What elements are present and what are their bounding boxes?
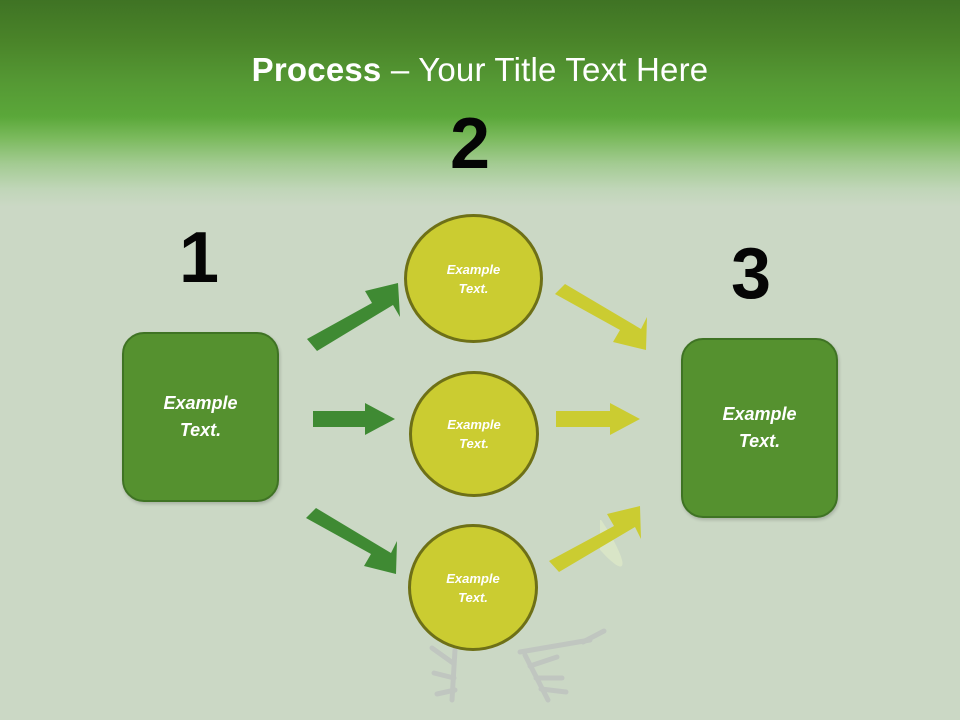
process-circle-top-line1: Example — [446, 261, 501, 277]
process-circle-bottom[interactable]: Example Text. — [408, 524, 538, 651]
process-circle-middle-text: Example Text. — [447, 415, 500, 453]
process-circle-middle[interactable]: Example Text. — [409, 371, 539, 497]
process-box-3-text: Example Text. — [712, 401, 806, 455]
process-circle-top-line2: Text. — [458, 280, 489, 296]
process-circle-top[interactable]: Example Text. — [404, 214, 543, 343]
twig-decoration — [429, 628, 607, 703]
arrow-circle-middle-to-box3 — [556, 403, 640, 435]
process-box-3[interactable]: Example Text. — [681, 338, 838, 518]
process-circle-middle-line1: Example — [447, 417, 501, 432]
process-box-3-line1: Example — [722, 404, 797, 424]
process-box-1[interactable]: Example Text. — [122, 332, 279, 502]
arrow-circle-top-to-box3 — [553, 284, 649, 350]
page-title-rest: Your Title Text Here — [418, 51, 709, 88]
process-circle-bottom-line1: Example — [446, 570, 500, 586]
process-circle-bottom-text: Example Text. — [446, 569, 499, 607]
process-box-1-line2: Text. — [179, 420, 222, 440]
step-number-2: 2 — [449, 104, 491, 184]
step-number-1: 1 — [178, 218, 220, 298]
process-box-1-text: Example Text. — [153, 390, 247, 444]
header-band — [0, 0, 960, 118]
page-title-separator: – — [381, 51, 419, 88]
process-circle-middle-line2: Text. — [459, 436, 489, 451]
arrow-box1-to-circle-top — [305, 283, 400, 351]
process-circle-top-text: Example Text. — [447, 260, 500, 298]
arrow-box1-to-circle-middle — [313, 403, 395, 435]
page-title-bold: Process — [251, 51, 382, 88]
process-box-1-line1: Example — [163, 393, 238, 413]
step-number-3: 3 — [730, 234, 772, 314]
page-title: Process – Your Title Text Here — [0, 50, 960, 90]
process-box-3-line2: Text. — [738, 431, 781, 451]
header-fade-gradient — [0, 117, 960, 207]
arrow-circle-bottom-to-box3 — [547, 506, 643, 572]
arrow-box1-to-circle-bottom — [304, 508, 398, 574]
process-circle-bottom-line2: Text. — [458, 589, 488, 605]
